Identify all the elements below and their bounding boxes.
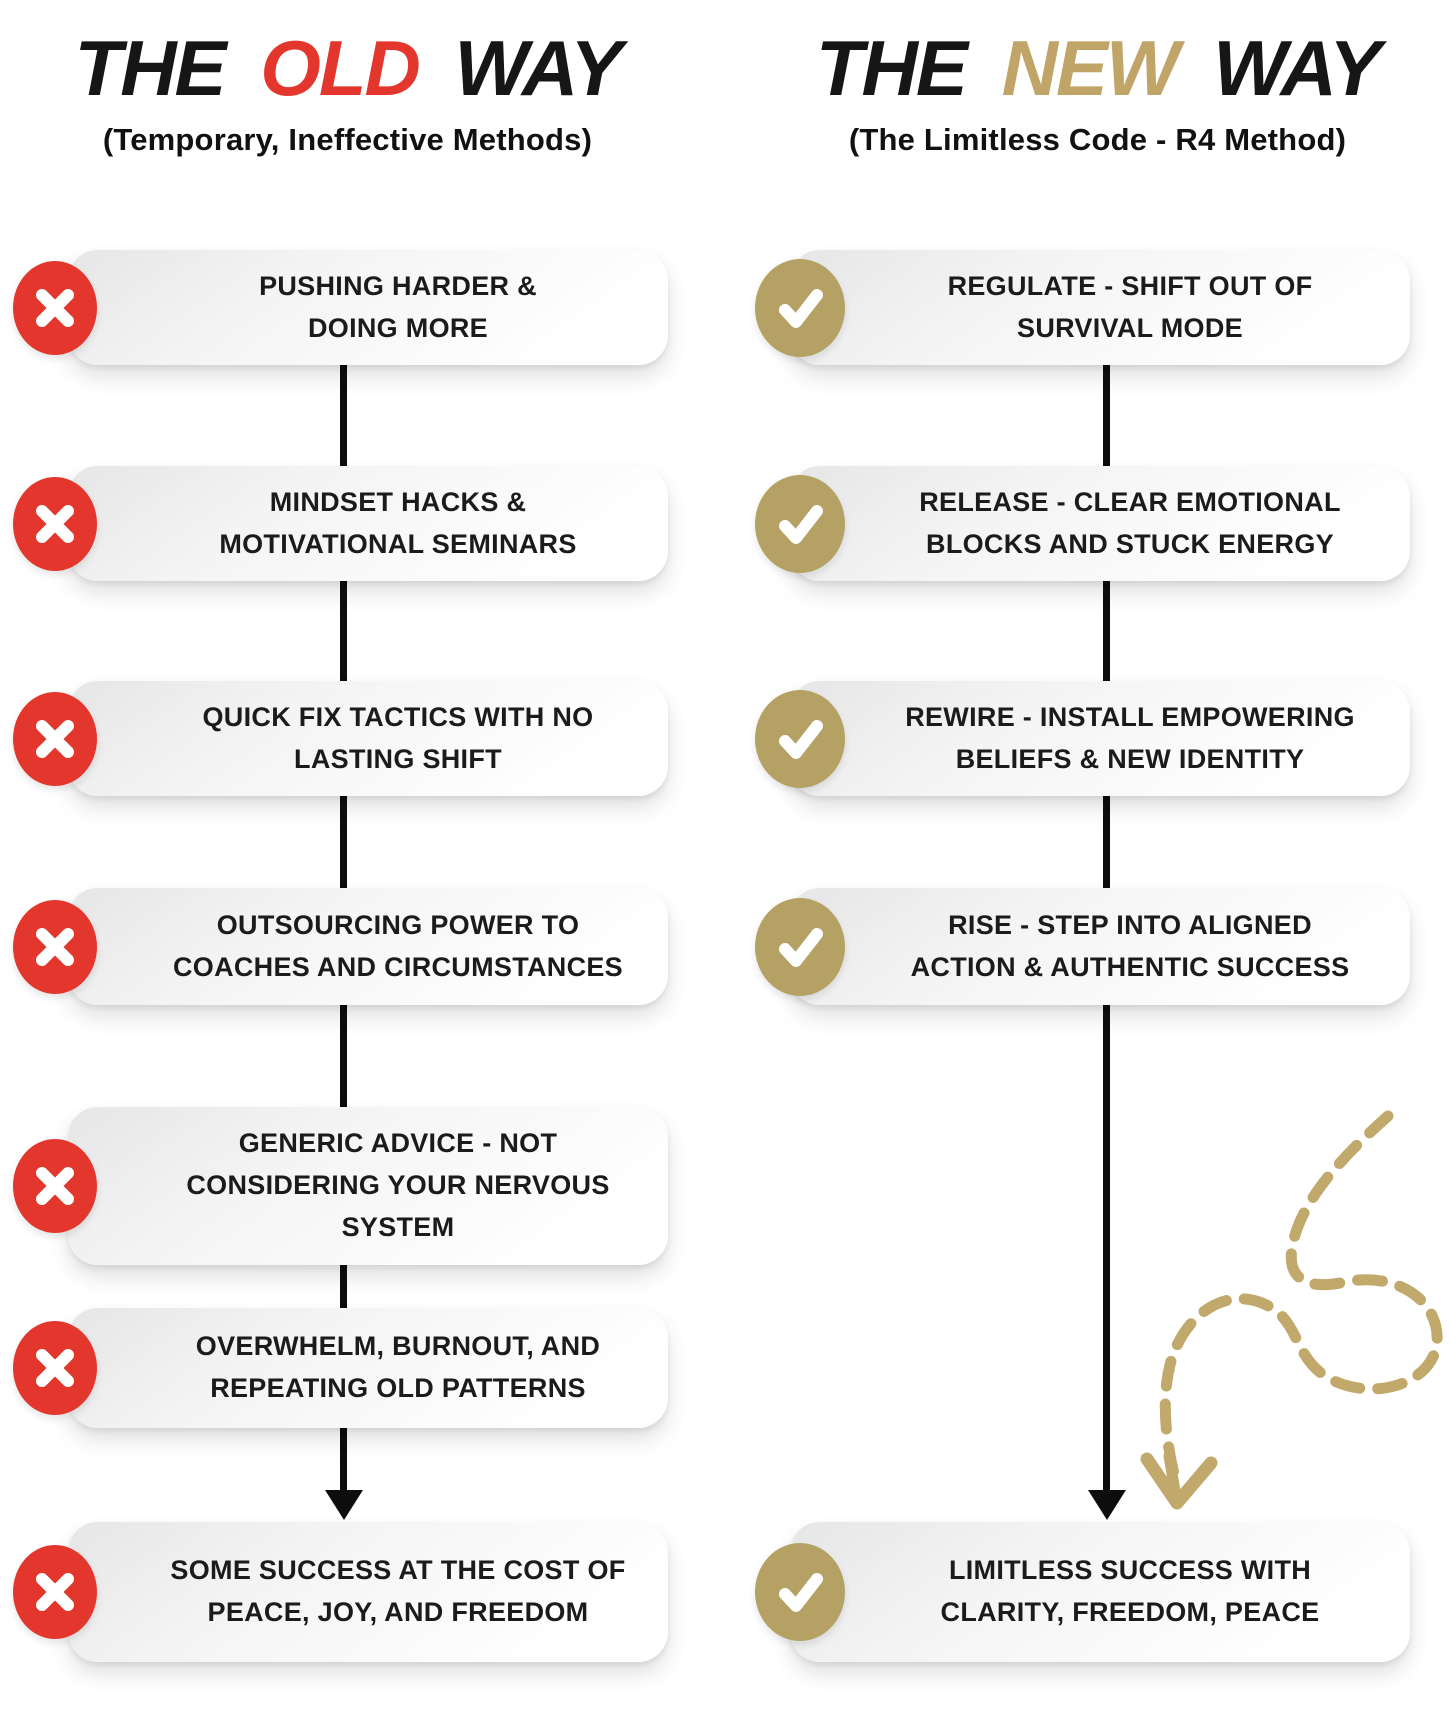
- x-cross-icon: [13, 691, 97, 786]
- old-way-title-highlight: OLD: [260, 24, 421, 112]
- checkmark-icon: [755, 258, 845, 357]
- new-way-header: THE NEW WAY (The Limitless Code - R4 Met…: [765, 24, 1430, 158]
- old-step-label: SOME SUCCESS AT THE COST OF PEACE, JOY, …: [170, 1555, 626, 1627]
- new-step-box: RISE - STEP INTO ALIGNED ACTION & AUTHEN…: [755, 888, 1410, 1005]
- new-way-title-highlight: NEW: [1001, 24, 1180, 112]
- x-cross-icon: [13, 260, 97, 355]
- new-step-box: REWIRE - INSTALL EMPOWERING BELIEFS & NE…: [755, 681, 1410, 796]
- old-way-subtitle: (Temporary, Ineffective Methods): [102, 121, 593, 157]
- new-way-title: THE NEW WAY: [765, 24, 1430, 112]
- old-step-label: PUSHING HARDER & DOING MORE: [259, 270, 537, 343]
- old-way-title: THE OLD WAY: [15, 24, 680, 112]
- flow-arrowhead-icon: [1088, 1490, 1126, 1520]
- flow-connector-line: [1103, 1000, 1110, 1492]
- flow-connector-line: [340, 1000, 347, 1112]
- old-way-header: THE OLD WAY (Temporary, Ineffective Meth…: [15, 24, 680, 158]
- checkmark-icon: [755, 474, 845, 573]
- new-step-label: REGULATE - SHIFT OUT OF SURVIVAL MODE: [947, 270, 1313, 343]
- x-cross-icon: [13, 476, 97, 571]
- flow-connector-line: [1103, 787, 1110, 894]
- old-step-box: MINDSET HACKS & MOTIVATIONAL SEMINARS: [13, 466, 668, 581]
- old-step-label: GENERIC ADVICE - NOT CONSIDERING YOUR NE…: [186, 1128, 610, 1242]
- old-step-box: QUICK FIX TACTICS WITH NO LASTING SHIFT: [13, 681, 668, 796]
- old-step-box: OUTSOURCING POWER TO COACHES AND CIRCUMS…: [13, 888, 668, 1005]
- checkmark-icon: [755, 689, 845, 788]
- flow-connector-line: [340, 787, 347, 894]
- flow-connector-line: [1103, 360, 1110, 466]
- flow-arrowhead-icon: [325, 1490, 363, 1520]
- x-cross-icon: [13, 899, 97, 994]
- new-step-label: RELEASE - CLEAR EMOTIONAL BLOCKS AND STU…: [919, 486, 1341, 559]
- checkmark-icon: [755, 1543, 845, 1641]
- old-way-title-pre: THE: [74, 24, 227, 112]
- new-step-box: REGULATE - SHIFT OUT OF SURVIVAL MODE: [755, 250, 1410, 365]
- flow-connector-line: [340, 1424, 347, 1494]
- x-cross-icon: [13, 1321, 97, 1415]
- x-cross-icon: [13, 1139, 97, 1233]
- flow-connector-line: [340, 572, 347, 681]
- new-step-box: LIMITLESS SUCCESS WITH CLARITY, FREEDOM,…: [755, 1522, 1410, 1662]
- old-way-title-post: WAY: [454, 24, 623, 112]
- old-step-label: OVERWHELM, BURNOUT, AND REPEATING OLD PA…: [195, 1331, 601, 1403]
- x-cross-icon: [13, 1545, 97, 1639]
- flow-connector-line: [340, 360, 347, 466]
- checkmark-icon: [755, 897, 845, 996]
- flow-connector-line: [1103, 572, 1110, 681]
- new-step-label: REWIRE - INSTALL EMPOWERING BELIEFS & NE…: [905, 701, 1355, 774]
- old-step-label: QUICK FIX TACTICS WITH NO LASTING SHIFT: [202, 701, 594, 774]
- new-step-label: RISE - STEP INTO ALIGNED ACTION & AUTHEN…: [910, 909, 1350, 982]
- new-way-subtitle: (The Limitless Code - R4 Method): [848, 121, 1347, 157]
- new-step-label: LIMITLESS SUCCESS WITH CLARITY, FREEDOM,…: [940, 1555, 1320, 1627]
- flow-connector-line: [340, 1261, 347, 1312]
- old-step-box: GENERIC ADVICE - NOT CONSIDERING YOUR NE…: [13, 1107, 668, 1265]
- old-step-box: OVERWHELM, BURNOUT, AND REPEATING OLD PA…: [13, 1308, 668, 1428]
- old-step-box: SOME SUCCESS AT THE COST OF PEACE, JOY, …: [13, 1522, 668, 1662]
- new-step-box: RELEASE - CLEAR EMOTIONAL BLOCKS AND STU…: [755, 466, 1410, 581]
- old-step-label: OUTSOURCING POWER TO COACHES AND CIRCUMS…: [172, 909, 623, 982]
- new-way-title-pre: THE: [815, 24, 968, 112]
- old-step-label: MINDSET HACKS & MOTIVATIONAL SEMINARS: [219, 486, 577, 559]
- old-step-box: PUSHING HARDER & DOING MORE: [13, 250, 668, 365]
- new-way-title-post: WAY: [1213, 24, 1381, 112]
